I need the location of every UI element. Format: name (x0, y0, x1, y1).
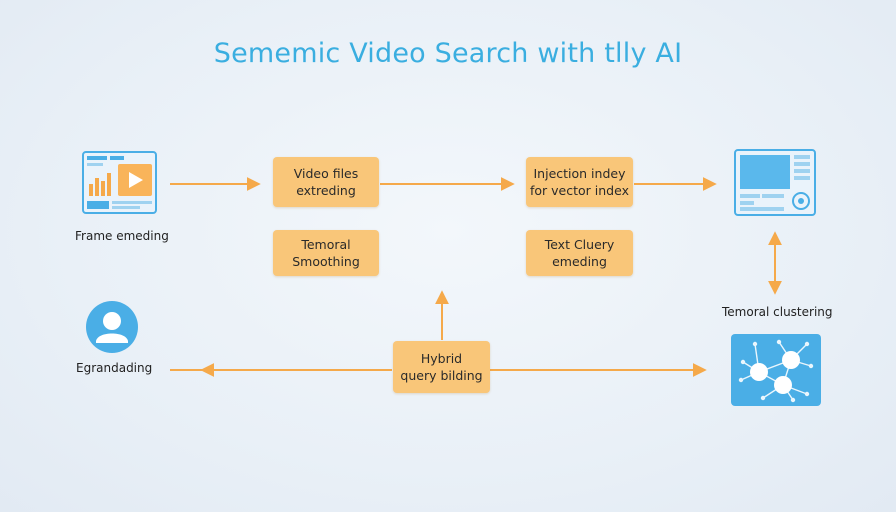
box-text-query-line1: Text Cluery (544, 237, 615, 252)
box-text-query[interactable]: Text Cluery emeding (526, 230, 633, 276)
video-frame-icon (82, 151, 157, 219)
box-temporal-line1: Temoral (301, 237, 351, 252)
box-temporal-line2: Smoothing (292, 254, 360, 269)
box-injection-index[interactable]: Injection indey for vector index (526, 157, 633, 207)
box-injection-line1: Injection indey (533, 166, 626, 181)
label-user: Egrandading (76, 361, 153, 375)
user-avatar-icon (85, 300, 139, 359)
box-text-query-line2: emeding (552, 254, 607, 269)
box-hybrid-line1: Hybrid (420, 351, 463, 366)
box-video-files[interactable]: Video files extreding (273, 157, 379, 207)
box-video-files-line2: extreding (296, 183, 356, 198)
box-hybrid-query[interactable]: Hybrid query bilding (393, 341, 490, 393)
diagram-title: Sememic Video Search with tlly AI (213, 38, 683, 69)
label-temporal-clustering: Temoral clustering (722, 305, 833, 319)
network-cluster-icon (731, 334, 821, 411)
video-screen-icon (734, 149, 816, 221)
box-injection-line2: for vector index (530, 183, 629, 198)
box-hybrid-line2: query bilding (400, 368, 483, 383)
box-video-files-line1: Video files (293, 166, 359, 181)
label-frame-embedding: Frame emeding (75, 229, 169, 243)
